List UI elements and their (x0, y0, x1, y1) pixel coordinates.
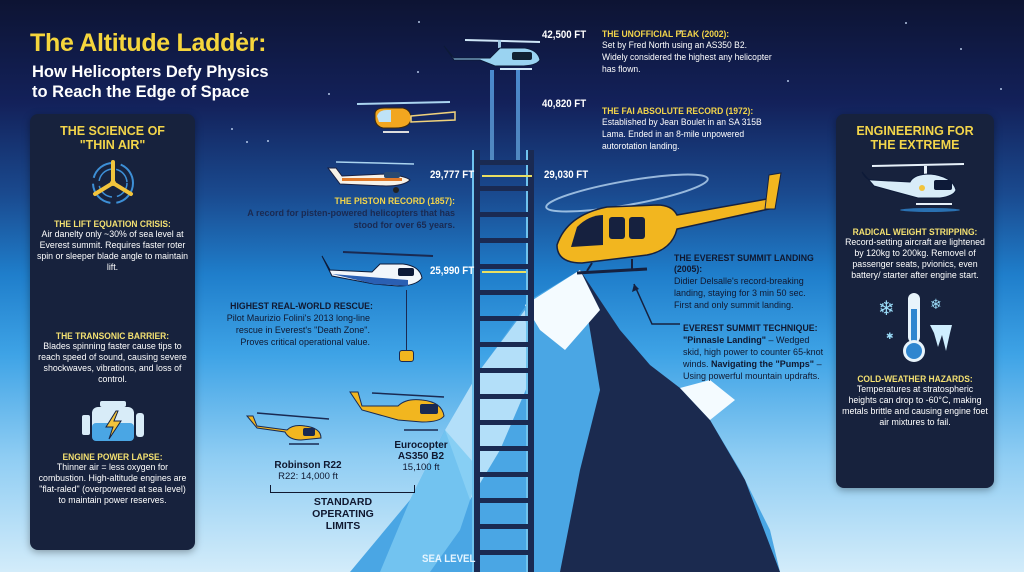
section-heading: RADICAL WEIGHT STRIPPING: (852, 227, 978, 237)
star (328, 93, 330, 95)
section-heading: ENGINE POWER LAPSE: (62, 452, 163, 462)
record-body: A record for pisten-powered helicopters … (247, 208, 455, 230)
record-body: "Pinnasle Landing" – Wedged skid, high p… (683, 335, 824, 381)
rescue-basket-icon (399, 350, 414, 362)
star (1000, 88, 1002, 90)
altitude-40820: 40,820 FT (542, 98, 587, 110)
star (680, 30, 682, 32)
helicopter-as350-peak-icon (443, 39, 541, 70)
thermometer-icon: ❄ ❄ ✱ (878, 293, 952, 362)
star (905, 22, 907, 24)
helicopter-icon (861, 163, 965, 212)
helicopter-r22-icon (245, 412, 330, 445)
star (418, 21, 420, 23)
helicopter-everest-landing-icon (545, 172, 782, 275)
star (240, 32, 242, 34)
altitude-29030: 29,030 FT (544, 169, 589, 181)
rescue-helicopter-icon (321, 251, 434, 287)
star (267, 140, 269, 142)
page-title: The Altitude Ladder: (30, 29, 267, 57)
altitude-line-25990 (482, 271, 526, 273)
altitude-29777: 29,777 FT (430, 169, 475, 181)
star (417, 71, 419, 73)
record-body: Set by Fred North using an AS350 B2. Wid… (602, 40, 772, 75)
r22-name: Robinson R22 (274, 460, 342, 471)
transonic-section: THE TRANSONIC BARRIER: Blades spinning f… (30, 331, 195, 385)
r22-label: Robinson R22 R22: 14,000 ft (268, 460, 348, 482)
star (231, 128, 233, 130)
record-heading: THE PISTON RECORD (1857): (334, 196, 455, 207)
rotor-icon (91, 160, 134, 204)
helicopter-lama-icon (356, 101, 456, 133)
record-unofficial-peak: THE UNOFFICIAL PEAK (2002): Set by Fred … (602, 29, 782, 76)
record-body: Established by Jean Boulet in an SA 315B… (602, 117, 762, 152)
altitude-42500: 42,500 FT (542, 29, 587, 41)
engine-icon (81, 401, 144, 441)
sea-level-label: SEA LEVEL (422, 553, 476, 565)
record-everest-technique: EVEREST SUMMIT TECHNIQUE: "Pinnasle Land… (683, 323, 825, 382)
lift-section: THE LIFT EQUATION CRISIS: Air danelty on… (30, 219, 195, 273)
science-of-thin-air-panel: THE SCIENCE OF "THIN AIR" THE LIFT EQUAT… (30, 114, 195, 550)
record-rescue: HIGHEST REAL-WORLD RESCUE: Pilot Maurizi… (218, 301, 373, 348)
star (246, 141, 248, 143)
standard-limits-label: STANDARD OPERATING LIMITS (312, 496, 374, 532)
page-subtitle: How Helicopters Defy Physics to Reach th… (32, 62, 332, 102)
record-everest-landing: THE EVEREST SUMMIT LANDING (2005): Didie… (674, 253, 824, 311)
altitude-line-29777 (482, 175, 532, 177)
record-heading: HIGHEST REAL-WORLD RESCUE: (230, 301, 373, 312)
as350-label: Eurocopter AS350 B2 15,100 ft (382, 440, 460, 473)
long-line-cable (406, 290, 407, 352)
section-heading: COLD-WEATHER HAZARDS: (857, 374, 973, 384)
svg-text:❄: ❄ (930, 297, 942, 313)
altitude-ladder (472, 150, 534, 572)
section-body: Record-setting aircraft are lightened by… (845, 237, 985, 280)
record-heading: THE FAI ABSOLUTE RECORD (1972): (602, 106, 754, 117)
panel-title: ENGINEERING FOR THE EXTREME (856, 124, 974, 152)
section-body: Air danelty only ~30% of sea level at Ev… (36, 229, 189, 272)
star (960, 48, 962, 50)
section-heading: THE LIFT EQUATION CRISIS: (54, 219, 171, 229)
ladder-upper (490, 70, 520, 160)
svg-text:✱: ✱ (886, 332, 894, 342)
record-fai-absolute: THE FAI ABSOLUTE RECORD (1972): Establis… (602, 106, 782, 153)
weight-section: RADICAL WEIGHT STRIPPING: Record-setting… (836, 227, 994, 281)
pointer-arrow-icon (632, 283, 680, 325)
record-heading: THE UNOFFICIAL PEAK (2002): (602, 29, 730, 40)
everest-mountain (350, 270, 780, 572)
subtitle-line-2: to Reach the Edge of Space (32, 83, 250, 101)
as350-altitude: 15,100 ft (402, 462, 440, 473)
subtitle-line-1: How Helicopters Defy Physics (32, 63, 269, 81)
limits-bracket (270, 485, 415, 493)
engineering-for-extreme-panel: ENGINEERING FOR THE EXTREME RADICAL WEIG… (836, 114, 994, 488)
record-heading: EVEREST SUMMIT TECHNIQUE: (683, 323, 818, 334)
engine-section: ENGINE POWER LAPSE: Thinner air = less o… (30, 452, 195, 506)
helicopter-as350-standard-icon (349, 391, 445, 431)
section-heading: THE TRANSONIC BARRIER: (55, 331, 170, 341)
svg-text:❄: ❄ (878, 296, 895, 320)
r22-altitude: R22: 14,000 ft (278, 471, 338, 482)
star (787, 80, 789, 82)
section-body: Temperatures at stratospheric heights ca… (842, 384, 988, 427)
section-body: Thinner air = less oxygen for combustion… (38, 462, 187, 505)
cold-section: COLD-WEATHER HAZARDS: Temperatures at st… (836, 374, 994, 428)
record-piston: THE PISTON RECORD (1857): A record for p… (245, 196, 455, 231)
record-heading: THE EVEREST SUMMIT LANDING (2005): (674, 253, 814, 275)
as350-name-2: AS350 B2 (397, 451, 445, 462)
section-body: Blades spinning faster cause tips to rea… (38, 341, 187, 384)
record-body: Didier Delsalle's record-breaking landin… (674, 276, 806, 310)
as350-name-1: Eurocopter (394, 440, 448, 451)
piston-aircraft-icon (327, 161, 415, 193)
record-body: Pilot Maurizio Folini's 2013 long-line r… (226, 313, 370, 347)
panel-title: THE SCIENCE OF "THIN AIR" (60, 124, 165, 152)
altitude-25990: 25,990 FT (430, 265, 475, 277)
